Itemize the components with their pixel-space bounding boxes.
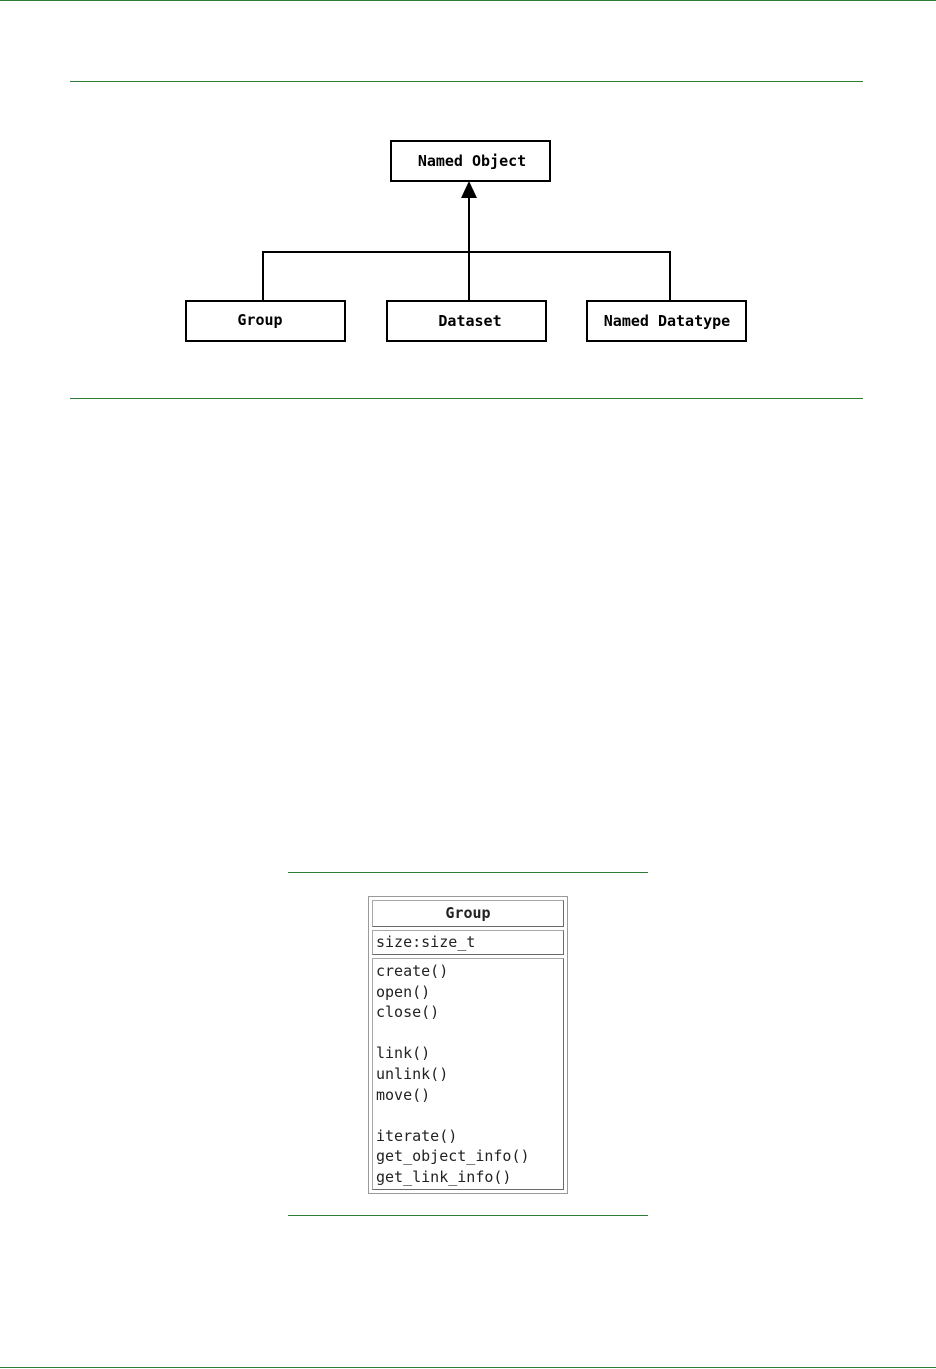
child-class-label: Group (237, 311, 282, 329)
child-class-box-named-datatype: Named Datatype (586, 300, 747, 342)
uml-method: create() (376, 962, 449, 980)
uml-method: iterate() (376, 1126, 458, 1145)
parent-class-box: Named Object (390, 140, 551, 182)
figure-bottom-rule (70, 398, 863, 399)
hierarchy-diagram: Named Object Group Dataset Named Datatyp… (185, 140, 747, 342)
page-footer-rule (0, 1367, 936, 1368)
child-class-label: Named Datatype (604, 312, 730, 330)
uml-method: open() (376, 982, 431, 1001)
uml-method: link() (376, 1044, 431, 1063)
uml-method: close() (376, 1003, 440, 1022)
page-header-rule (0, 0, 936, 1)
child-class-box-dataset: Dataset (386, 300, 547, 342)
uml-class-box: Group size:size_t create() open() close(… (368, 896, 568, 1194)
uml-method-spacer (376, 1023, 563, 1044)
uml-class-name: Group (372, 900, 564, 927)
uml-method: unlink() (376, 1064, 449, 1083)
uml-figure-top-rule (288, 872, 648, 873)
inheritance-arrowhead (461, 181, 477, 198)
parent-class-label: Named Object (418, 152, 526, 170)
uml-method: move() (376, 1085, 431, 1104)
uml-method: get_link_info() (376, 1167, 512, 1186)
uml-method: get_object_info() (376, 1147, 530, 1166)
uml-method-spacer (376, 1105, 563, 1126)
child-class-box-group: Group (185, 300, 346, 342)
figure-top-rule (70, 81, 863, 82)
child-class-label: Dataset (438, 312, 501, 330)
uml-method-list: create() open() close() link() unlink() … (372, 958, 564, 1190)
uml-figure-bottom-rule (288, 1215, 648, 1216)
uml-attribute: size:size_t (372, 930, 564, 955)
